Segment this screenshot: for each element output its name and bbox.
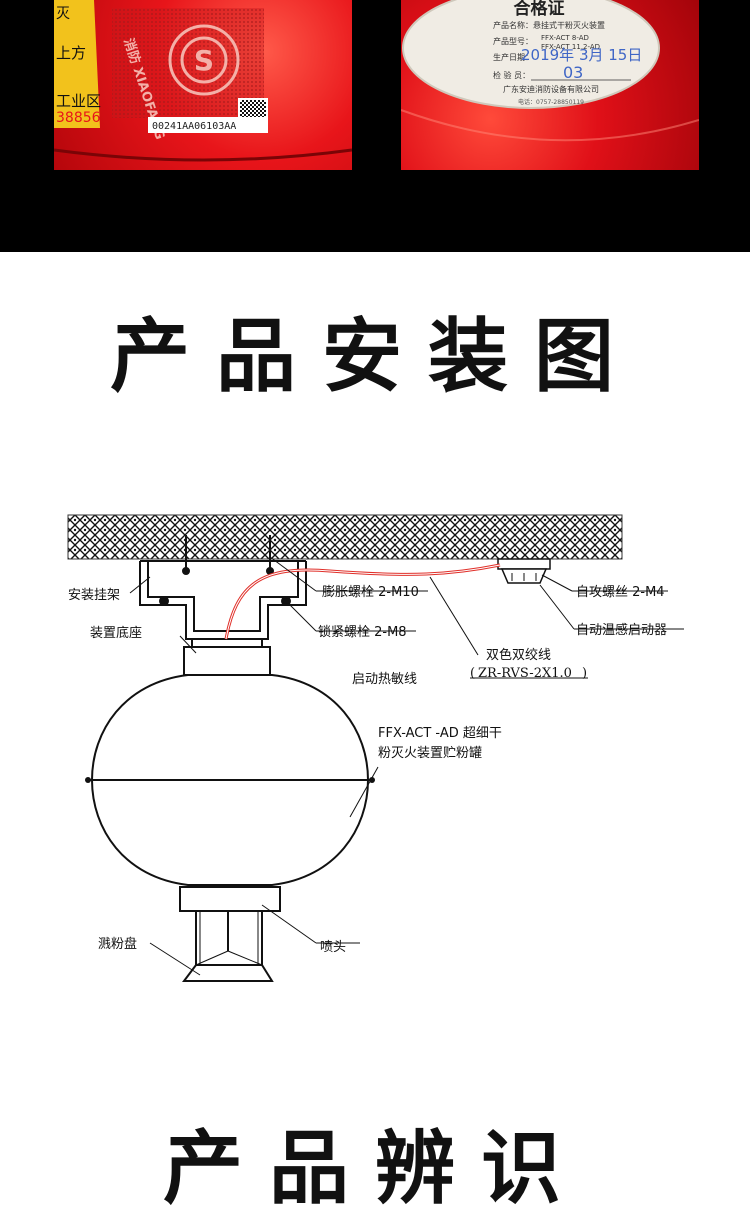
svg-text:(: ( bbox=[470, 666, 475, 681]
label-tank-line-1: FFX-ACT -AD 超细干 bbox=[378, 726, 502, 741]
label-auto-starter: 自动温感启动器 bbox=[576, 622, 667, 638]
certificate-model-1: FFX-ACT 8-AD bbox=[541, 34, 589, 42]
svg-text:): ) bbox=[582, 666, 587, 681]
install-diagram-title: 产品安装图 bbox=[110, 309, 640, 403]
certificate-company: 广东安迪消防设备有限公司 bbox=[503, 84, 599, 94]
top-photo-band: 灭 上方 工业区 38856 消防 XIAOFANG S 00241AA0610… bbox=[0, 0, 750, 252]
certificate-title: 合格证 bbox=[514, 0, 565, 19]
leader-lines bbox=[129, 556, 575, 976]
certificate-model-label: 产品型号： bbox=[493, 36, 533, 46]
expansion-bolts bbox=[185, 535, 271, 571]
left-photo-art: 灭 上方 工业区 38856 消防 XIAOFANG S 00241AA0610… bbox=[54, 0, 352, 162]
certificate-photo-right: 合格证 产品名称：悬挂式干粉灭火装置 产品型号： FFX-ACT 8-AD FF… bbox=[401, 0, 699, 170]
nozzle-assembly bbox=[179, 886, 281, 982]
s-logo-icon: S bbox=[168, 24, 240, 96]
certificate-art: 合格证 产品名称：悬挂式干粉灭火装置 产品型号： FFX-ACT 8-AD FF… bbox=[401, 0, 699, 142]
auto-temp-starter bbox=[497, 558, 551, 584]
certificate-date-label: 生产日期： bbox=[493, 52, 533, 62]
device-base bbox=[183, 646, 271, 676]
label-twisted-wire: 双色双绞线 bbox=[486, 647, 551, 663]
certificate-product-name: 产品名称：悬挂式干粉灭火装置 bbox=[493, 20, 605, 30]
installation-diagram: 安装挂架 膨胀螺栓 2-M10 自攻螺丝 2-M4 装置底座 锁紧螺栓 2-M8… bbox=[67, 514, 684, 982]
label-wire-model: ZR-RVS-2X1.0 bbox=[478, 666, 572, 681]
side-text-3: 工业区 bbox=[56, 92, 101, 110]
certificate-label bbox=[402, 0, 660, 109]
side-text-1: 灭 bbox=[56, 6, 70, 22]
serial-number: 00241AA06103AA bbox=[152, 121, 236, 132]
side-text-4: 38856 bbox=[56, 110, 101, 126]
label-spray-disc: 溅粉盘 bbox=[98, 936, 137, 952]
label-lock-bolt: 锁紧螺栓 2-M8 bbox=[318, 624, 407, 640]
label-thermal-wire: 启动热敏线 bbox=[352, 672, 417, 687]
product-label-photo-left: 灭 上方 工业区 38856 消防 XIAOFANG S 00241AA0610… bbox=[54, 0, 352, 170]
label-nozzle: 喷头 bbox=[320, 940, 346, 955]
svg-text:S: S bbox=[194, 44, 214, 77]
label-tank-line-2: 粉灭火装置贮粉罐 bbox=[378, 746, 482, 761]
label-expansion-bolt: 膨胀螺栓 2-M10 bbox=[322, 585, 419, 600]
ceiling-slab bbox=[68, 515, 622, 559]
powder-tank bbox=[85, 674, 375, 886]
certificate-inspector-value: 03 bbox=[563, 63, 583, 82]
certificate-model-2: FFX-ACT 11.2-AD bbox=[541, 43, 600, 51]
identify-section-title: 产品辨识 bbox=[163, 1121, 587, 1215]
label-self-tapping-screw: 自攻螺丝 2-M4 bbox=[576, 585, 665, 600]
certificate-phone: 电话：0757-28850119 bbox=[518, 98, 584, 106]
certificate-inspector-label: 检 验 员： bbox=[493, 70, 530, 80]
label-mount-bracket: 安装挂架 bbox=[68, 588, 120, 603]
side-text-2: 上方 bbox=[56, 44, 86, 62]
thermal-wire bbox=[224, 563, 501, 640]
label-device-base: 装置底座 bbox=[90, 625, 142, 641]
yellow-sticker bbox=[54, 0, 100, 128]
certificate-date-value: 2019年 3月 15日 bbox=[521, 46, 642, 64]
